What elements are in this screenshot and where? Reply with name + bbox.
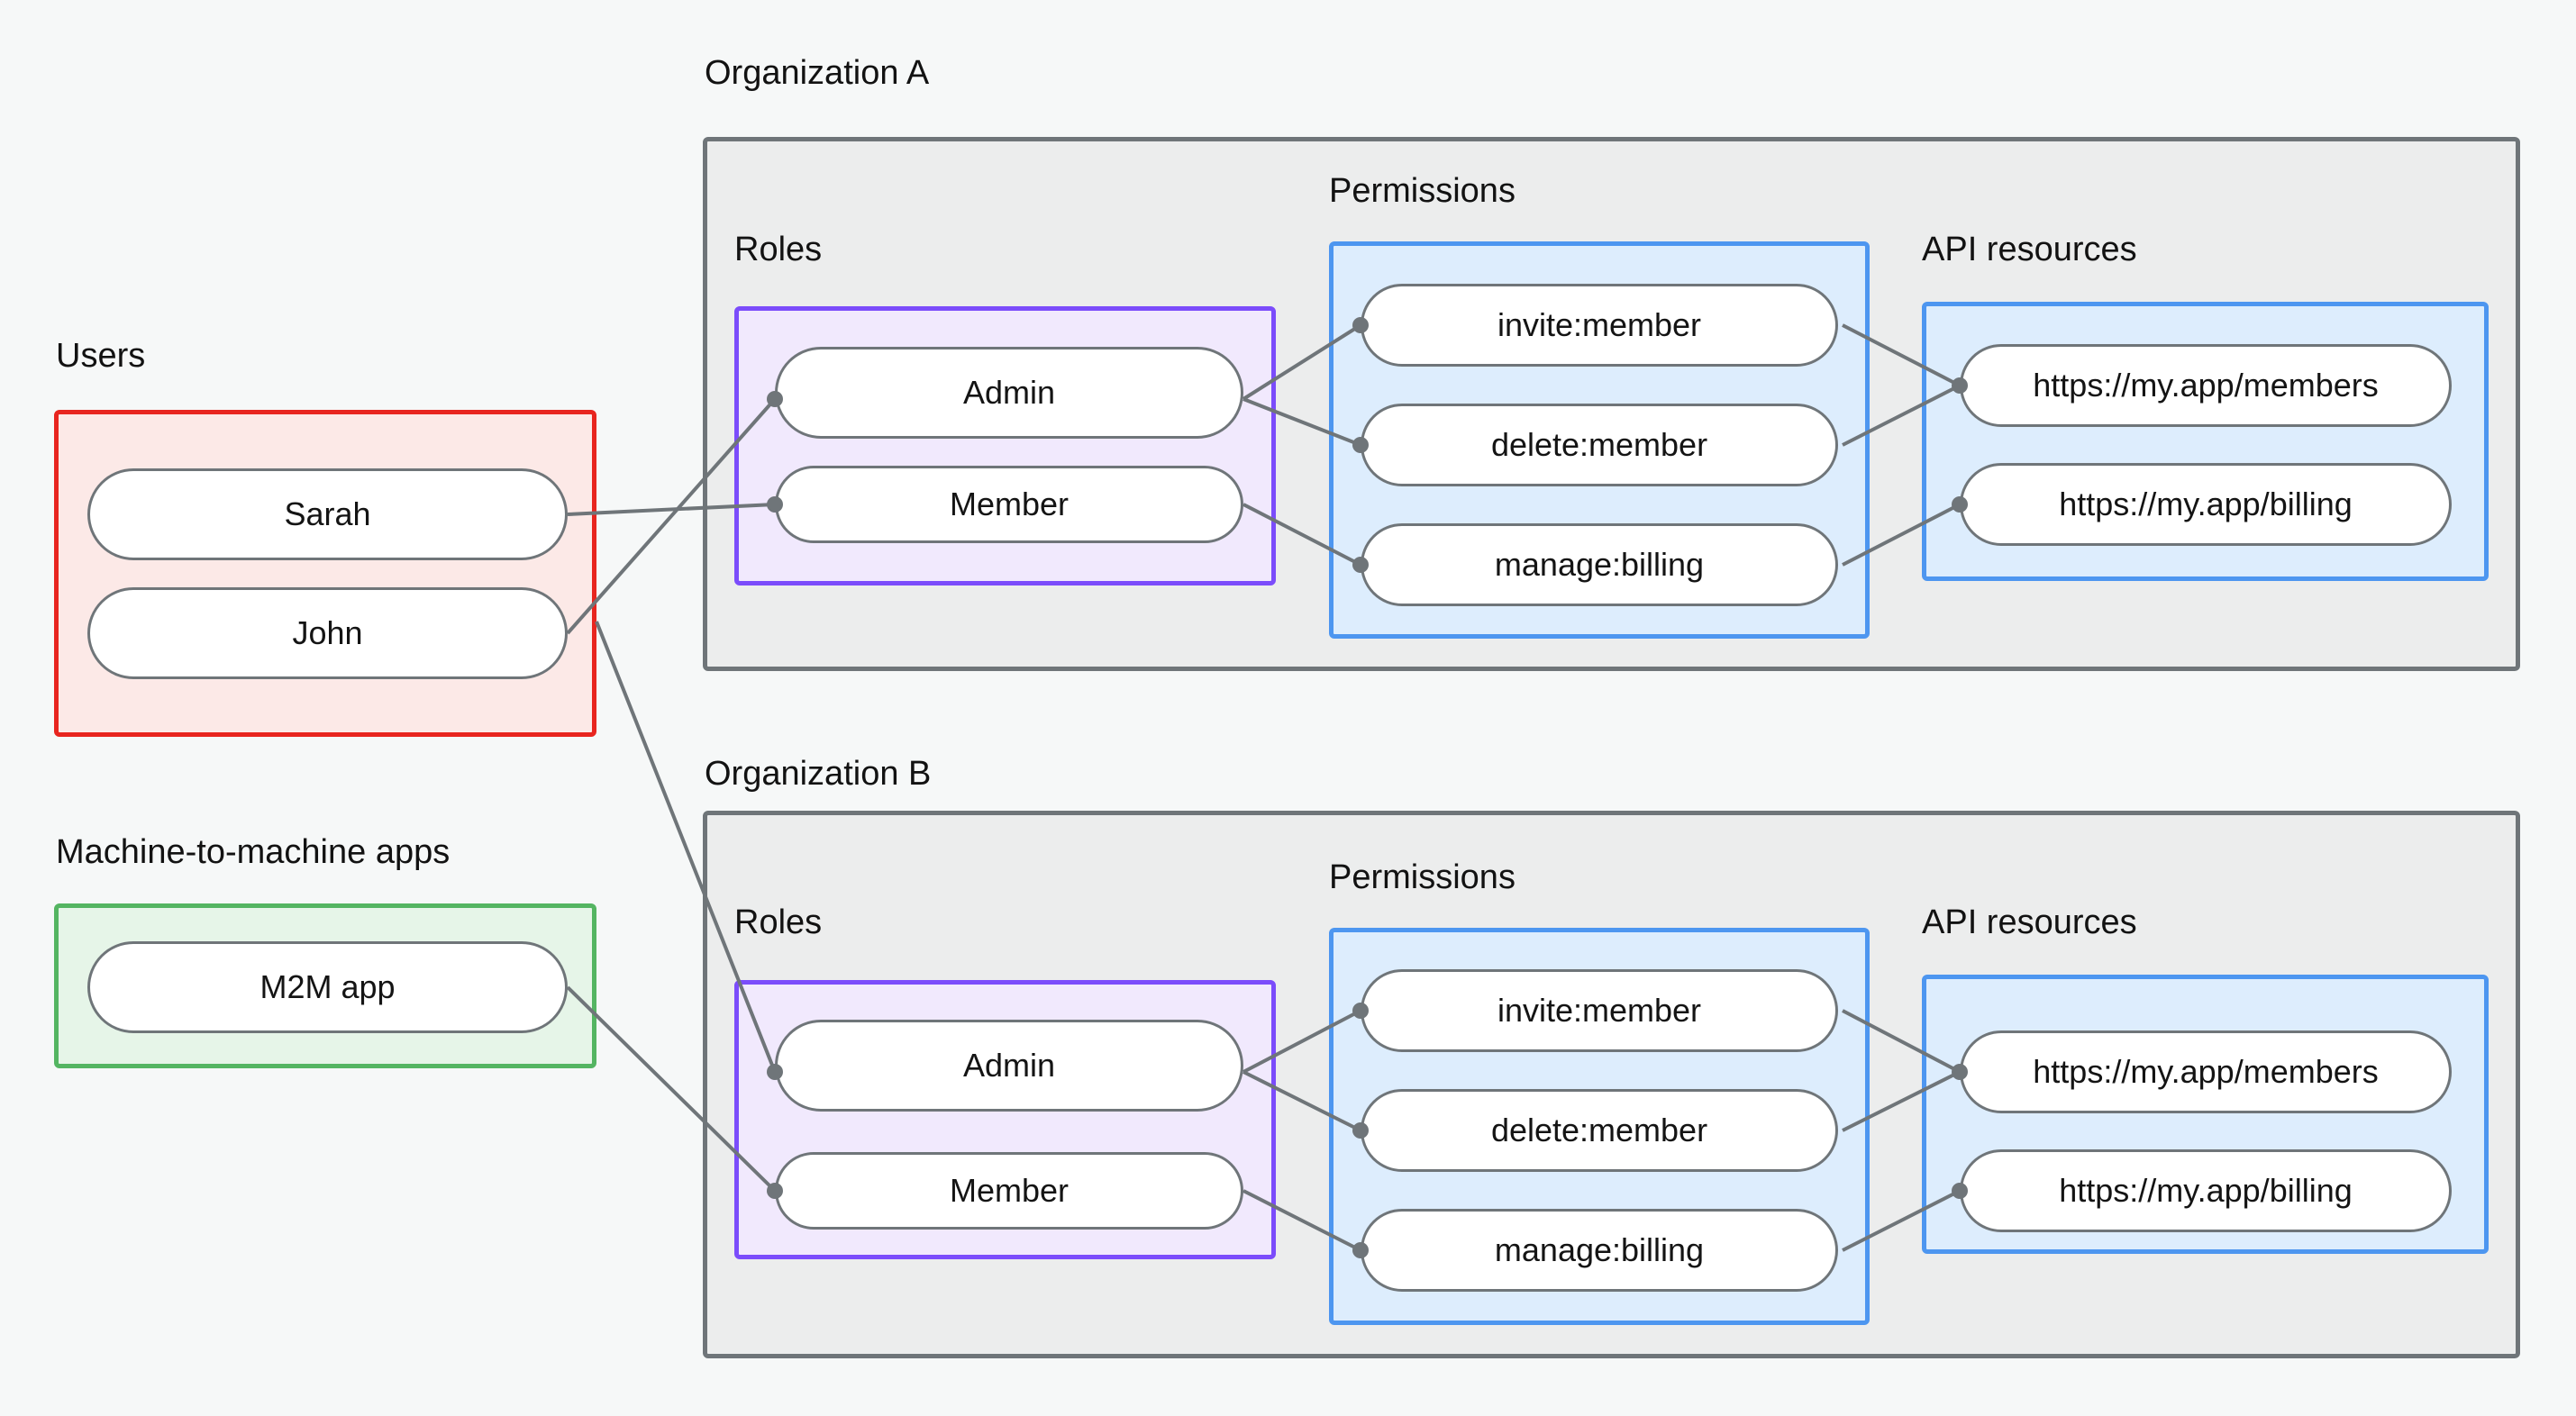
user-node-sarah[interactable]: Sarah [87,468,568,560]
org-b-permissions-heading: Permissions [1329,858,1516,896]
org-b-api-resource-billing[interactable]: https://my.app/billing [1960,1149,2452,1232]
org-a-api-resource-billing[interactable]: https://my.app/billing [1960,463,2452,546]
org-b-permission-invite-member[interactable]: invite:member [1361,969,1838,1052]
connection-dot [1952,496,1968,513]
connection-dot [1352,557,1369,573]
connection-dot [1952,1183,1968,1199]
connection-dot [767,391,783,407]
org-a-permissions-heading: Permissions [1329,172,1516,210]
connection-dot [1952,1064,1968,1080]
org-a-permission-invite-member[interactable]: invite:member [1361,284,1838,367]
org-a-role-admin[interactable]: Admin [775,347,1243,439]
m2m-node-app[interactable]: M2M app [87,941,568,1033]
connection-dot [1352,437,1369,453]
users-container [54,410,596,737]
org-b-role-admin[interactable]: Admin [775,1020,1243,1112]
connection-dot [1952,377,1968,394]
org-b-permission-delete-member[interactable]: delete:member [1361,1089,1838,1172]
connection-dot [1352,317,1369,333]
connection-dot [767,1064,783,1080]
connection-dot [1352,1122,1369,1139]
org-b-title: Organization B [705,755,932,793]
connection-dot [767,1183,783,1199]
org-b-permission-manage-billing[interactable]: manage:billing [1361,1209,1838,1292]
org-a-permission-manage-billing[interactable]: manage:billing [1361,523,1838,606]
org-b-roles-heading: Roles [734,903,823,941]
org-a-role-member[interactable]: Member [775,466,1243,543]
org-a-roles-heading: Roles [734,231,823,268]
connection-dot [1352,1242,1369,1258]
org-b-api-resources-heading: API resources [1922,903,2137,941]
m2m-heading: Machine-to-machine apps [56,833,451,871]
org-b-role-member[interactable]: Member [775,1152,1243,1230]
org-a-api-resources-heading: API resources [1922,231,2137,268]
org-a-permission-delete-member[interactable]: delete:member [1361,404,1838,486]
connection-dot [1352,1003,1369,1019]
org-a-api-resource-members[interactable]: https://my.app/members [1960,344,2452,427]
user-node-john[interactable]: John [87,587,568,679]
org-b-api-resource-members[interactable]: https://my.app/members [1960,1030,2452,1113]
users-heading: Users [56,337,146,375]
connection-dot [767,496,783,513]
org-a-title: Organization A [705,54,930,92]
